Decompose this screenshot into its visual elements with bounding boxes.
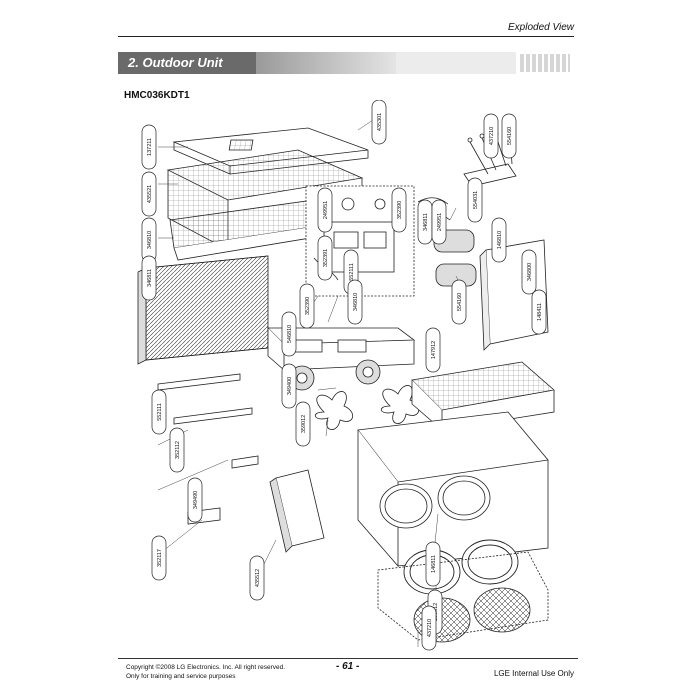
section-banner: 2. Outdoor Unit <box>118 52 574 74</box>
callout-c15: 352390 <box>299 283 315 329</box>
callout-c11: 346811 <box>417 199 433 245</box>
callout-c23: 359012 <box>295 401 311 447</box>
svg-text:554160: 554160 <box>457 293 463 311</box>
callout-c31: 146810 <box>491 217 507 263</box>
svg-text:146810: 146810 <box>497 231 503 249</box>
svg-text:346810: 346810 <box>353 293 359 311</box>
callout-c16: 554160 <box>451 279 467 325</box>
callout-c3: 346810 <box>141 217 157 263</box>
fan-motor-mount-bracket <box>267 327 416 371</box>
banner-stripes <box>520 54 570 72</box>
banner-gradient <box>256 52 396 74</box>
svg-text:554031: 554031 <box>473 191 479 209</box>
bottom-frame <box>377 551 549 641</box>
svg-text:148411: 148411 <box>537 303 543 321</box>
callout-c20: 147912 <box>425 327 441 373</box>
top-rule <box>118 36 574 37</box>
exploded-view-diagram: 137211 435521 346810 346811 435301 43721… <box>137 100 555 651</box>
svg-text:352112: 352112 <box>175 441 181 459</box>
callout-c2: 435521 <box>141 171 157 217</box>
svg-text:146811: 146811 <box>431 555 437 573</box>
callout-c10: 554031 <box>467 177 483 223</box>
copyright-text: Copyright ©2008 LG Electronics. Inc. All… <box>126 664 286 671</box>
callout-c25: 352117 <box>151 535 167 581</box>
part-callouts: 137211 435521 346810 346811 435301 43721… <box>141 100 547 651</box>
svg-text:552111: 552111 <box>157 403 163 421</box>
svg-text:346811: 346811 <box>423 213 429 231</box>
svg-text:437210: 437210 <box>427 619 433 637</box>
callout-c26: 435512 <box>249 555 265 601</box>
callout-c17: 346810 <box>347 279 363 325</box>
callout-c32: 437210 <box>421 605 437 651</box>
section-label: Exploded View <box>508 22 574 33</box>
svg-text:346810: 346810 <box>147 231 153 249</box>
svg-text:435521: 435521 <box>147 185 153 203</box>
svg-text:435512: 435512 <box>255 569 261 587</box>
svg-text:352390: 352390 <box>397 201 403 219</box>
callout-c9: 352390 <box>391 187 407 233</box>
purpose-text: Only for training and service purposes <box>126 673 236 680</box>
svg-text:249951: 249951 <box>437 213 443 231</box>
svg-text:352390: 352390 <box>305 297 311 315</box>
svg-text:352391: 352391 <box>323 249 329 267</box>
callout-c30: 148411 <box>531 289 547 335</box>
svg-text:352117: 352117 <box>157 549 163 567</box>
svg-text:437210: 437210 <box>489 127 495 145</box>
callout-c24: 349490 <box>187 477 203 523</box>
svg-text:435301: 435301 <box>377 113 383 131</box>
callout-c1: 137211 <box>141 124 157 170</box>
svg-text:552111: 552111 <box>349 263 355 281</box>
heat-exchanger-coil <box>137 255 269 365</box>
fan-propellers <box>315 385 419 430</box>
callout-c12: 249951 <box>431 199 447 245</box>
internal-use-label: LGE Internal Use Only <box>493 669 574 678</box>
callout-c19: 352112 <box>169 427 185 473</box>
control-box <box>305 185 415 297</box>
base-pan <box>357 411 549 568</box>
callout-c4: 346811 <box>141 255 157 301</box>
svg-text:546810: 546810 <box>287 325 293 343</box>
svg-text:147912: 147912 <box>431 341 437 359</box>
callout-c8: 249951 <box>317 187 333 233</box>
callout-c29: 346800 <box>521 249 537 295</box>
callout-c5: 435301 <box>371 100 387 145</box>
footer-rule <box>118 658 578 659</box>
svg-text:346811: 346811 <box>147 269 153 287</box>
callout-c7: 554160 <box>501 113 517 159</box>
svg-text:554160: 554160 <box>507 127 513 145</box>
svg-text:349490: 349490 <box>193 491 199 509</box>
svg-text:349400: 349400 <box>287 377 293 395</box>
page-number: - 61 - <box>336 661 360 672</box>
svg-text:346800: 346800 <box>527 263 533 281</box>
svg-text:137211: 137211 <box>147 138 153 156</box>
svg-text:249951: 249951 <box>323 201 329 219</box>
callout-c13: 352391 <box>317 235 333 281</box>
banner-light-block <box>396 52 516 74</box>
callout-c22: 546810 <box>281 311 297 357</box>
callout-c6: 437210 <box>483 113 499 159</box>
leader-lines <box>150 117 535 647</box>
service-panel <box>269 469 325 553</box>
callout-c27: 146811 <box>425 541 441 587</box>
callout-c18: 552111 <box>151 389 167 435</box>
callout-c21: 349400 <box>281 363 297 409</box>
section-title: 2. Outdoor Unit <box>128 55 223 70</box>
model-number: HMC036KDT1 <box>124 90 190 101</box>
svg-text:359012: 359012 <box>301 415 307 433</box>
banner-dark-block <box>118 52 256 74</box>
